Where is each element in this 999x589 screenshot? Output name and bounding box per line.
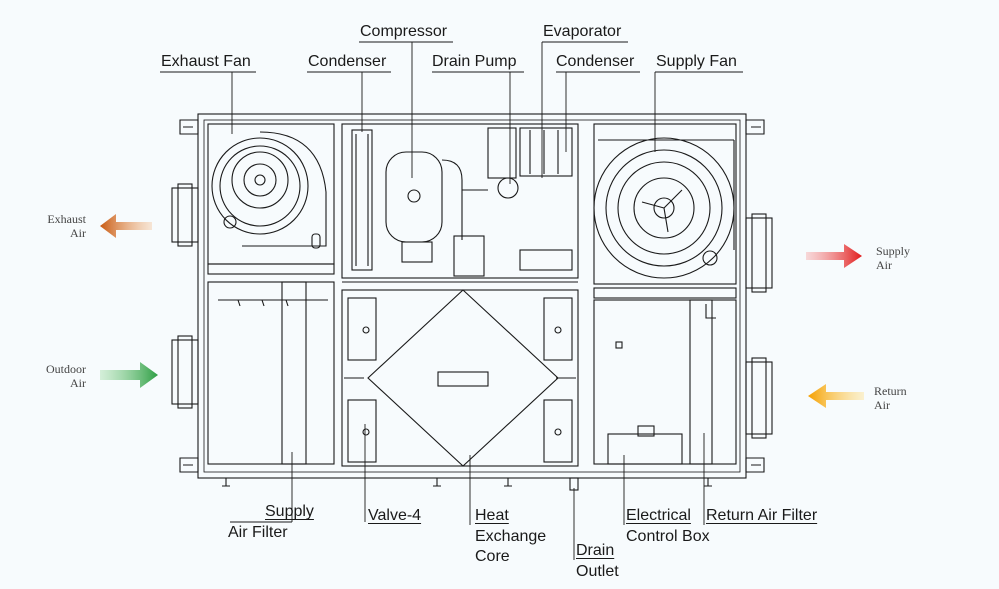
return-air-filter-panel bbox=[689, 299, 713, 465]
housing-outer bbox=[197, 113, 747, 479]
exhaust-fan-housing bbox=[211, 137, 309, 235]
outdoor-air-arrow bbox=[100, 362, 158, 388]
label-drain-outlet-line2: Outlet bbox=[576, 563, 619, 580]
label-condenser-left: Condenser bbox=[308, 53, 387, 70]
label-control-box-line2: Control Box bbox=[626, 528, 710, 545]
label-heat-core-line3: Core bbox=[475, 548, 510, 565]
return-air-arrow bbox=[808, 384, 864, 408]
label-supply-air-filter-line2: Air Filter bbox=[228, 524, 288, 541]
label-condenser-right: Condenser bbox=[556, 53, 635, 70]
label-return-air-filter: Return Air Filter bbox=[706, 507, 818, 524]
label-evaporator: Evaporator bbox=[543, 23, 622, 40]
label-drain-pump: Drain Pump bbox=[432, 53, 517, 70]
label-heat-core-line2: Exchange bbox=[475, 528, 547, 545]
exhaust-air-arrow bbox=[100, 214, 152, 238]
label-heat-core-line1: Heat bbox=[475, 507, 509, 524]
supply-air-arrow bbox=[806, 244, 862, 268]
label-valve: Valve-4 bbox=[368, 507, 422, 524]
label-supply-fan: Supply Fan bbox=[656, 53, 737, 70]
supply-air-filter-panel bbox=[281, 281, 307, 465]
heat-exchange-core-shape bbox=[367, 289, 559, 467]
label-supply-air-filter-line1: Supply bbox=[265, 503, 314, 520]
label-exhaust-fan: Exhaust Fan bbox=[161, 53, 251, 70]
label-drain-outlet-line1: Drain bbox=[576, 542, 615, 559]
compressor-body bbox=[385, 151, 443, 243]
label-control-box-line1: Electrical bbox=[626, 507, 691, 524]
evaporator-coil bbox=[519, 127, 573, 177]
housing-inner bbox=[203, 119, 741, 473]
electrical-control-box bbox=[607, 433, 683, 465]
condenser-left-coil bbox=[351, 129, 373, 271]
drain-pump-body bbox=[487, 127, 517, 179]
label-compressor: Compressor bbox=[360, 23, 448, 40]
